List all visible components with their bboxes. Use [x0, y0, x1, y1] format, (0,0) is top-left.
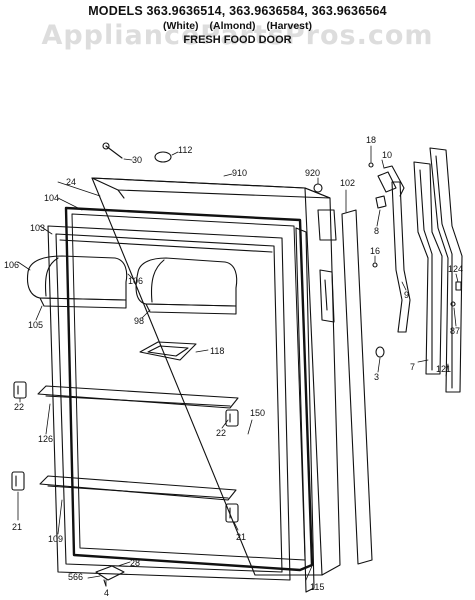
label-118: 118: [210, 346, 224, 356]
label-18: 18: [366, 135, 376, 145]
shelf-support-right-upper: [225, 409, 239, 427]
label-103: 103: [30, 223, 45, 233]
label-9: 9: [404, 290, 409, 300]
hinge-bracket: [375, 165, 405, 209]
variant-harvest: (Harvest): [266, 20, 313, 32]
variant-white: (White): [162, 20, 199, 32]
label-87: 87: [450, 326, 460, 336]
label-10: 10: [382, 150, 392, 160]
label-98: 98: [134, 316, 144, 326]
variant-almond: (Almond): [209, 20, 256, 32]
egg-tray: [139, 341, 197, 361]
label-7: 7: [410, 362, 415, 372]
door-stop-strip: [341, 209, 373, 565]
label-124: 124: [448, 264, 463, 274]
label-24: 24: [66, 177, 76, 187]
label-121: 121: [436, 364, 451, 374]
label-22-right: 22: [216, 428, 226, 438]
dairy-compartment-left: [26, 255, 128, 309]
label-920: 920: [305, 168, 320, 178]
label-22-left: 22: [14, 402, 24, 412]
label-105: 105: [28, 320, 43, 330]
handle-trim: [429, 147, 463, 393]
label-104: 104: [44, 193, 59, 203]
label-102: 102: [340, 178, 355, 188]
label-109: 109: [48, 534, 63, 544]
plug-button-small: [313, 183, 323, 193]
shelf-support-right-lower: [225, 503, 239, 523]
door-gasket: [64, 206, 314, 572]
label-112: 112: [178, 145, 192, 155]
label-8: 8: [374, 226, 379, 236]
label-126: 126: [38, 434, 53, 444]
label-3: 3: [374, 372, 379, 382]
plug-button: [154, 151, 172, 163]
label-30: 30: [132, 155, 142, 165]
color-variants: (White) (Almond) (Harvest): [0, 20, 475, 32]
door-shelf-upper: [37, 385, 239, 409]
hinge-arm: [391, 181, 411, 333]
leader-lines: [17, 145, 459, 587]
label-115: 115: [310, 582, 324, 592]
diagram-title: MODELS 363.9636514, 363.9636584, 363.963…: [88, 4, 387, 18]
door-rail: [295, 227, 315, 593]
part-labels: 30 112 910 920 102 18 10 8 16 9 7 124 87…: [4, 135, 463, 598]
label-910: 910: [232, 168, 247, 178]
hinge-pin: [375, 346, 385, 358]
hinge-screw: [368, 162, 462, 307]
label-28: 28: [130, 558, 140, 568]
shelf-support-left-upper: [13, 381, 27, 399]
door-inner-liner: [47, 225, 291, 581]
label-150: 150: [250, 408, 265, 418]
diagram-subtitle: FRESH FOOD DOOR: [183, 34, 292, 46]
label-106-right: 106: [128, 276, 143, 286]
door-shelf-lower: [39, 475, 237, 501]
door-outer-panel: [91, 177, 341, 576]
label-21-left: 21: [12, 522, 22, 532]
shelf-support-left-lower: [11, 471, 25, 491]
label-21-right: 21: [236, 532, 246, 542]
label-16: 16: [370, 246, 380, 256]
dairy-compartment-right: [135, 257, 238, 315]
label-4: 4: [104, 588, 109, 598]
door-handle: [413, 161, 443, 375]
screw: [102, 142, 123, 159]
label-106-left: 106: [4, 260, 19, 270]
label-566: 566: [68, 572, 83, 582]
